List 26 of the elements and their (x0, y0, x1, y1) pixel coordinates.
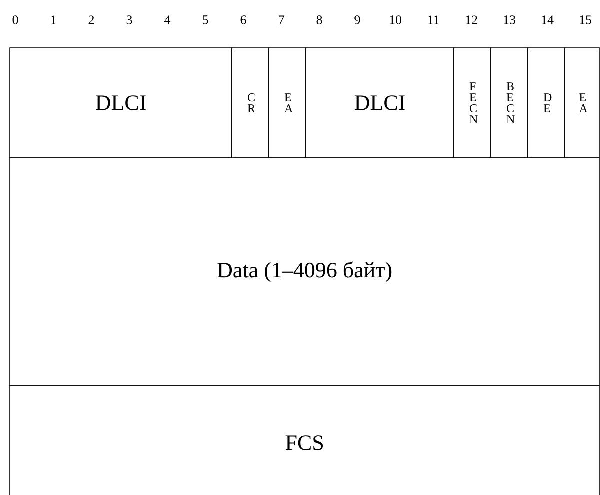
field-cell: DLCI (10, 48, 232, 158)
flag-cell: E A (564, 48, 600, 158)
flag-cell: B E C N (490, 48, 528, 158)
bit-number: 0 (12, 16, 18, 24)
bit-number: 14 (542, 16, 554, 24)
bit-number: 15 (580, 16, 592, 24)
bit-number: 3 (126, 16, 132, 24)
bit-number: 11 (428, 16, 439, 24)
bit-number: 8 (316, 16, 322, 24)
flag-cell: C R (232, 48, 270, 158)
flag-cell: E A (268, 48, 306, 158)
field-cell: Data (1–4096 байт) (10, 158, 600, 386)
bit-number: 10 (390, 16, 402, 24)
bit-number: 13 (504, 16, 516, 24)
flag-cell: D E (528, 48, 566, 158)
field-cell: DLCI (306, 48, 454, 158)
bit-number: 12 (466, 16, 478, 24)
bit-number: 5 (203, 16, 208, 24)
bit-number: 4 (164, 16, 171, 24)
bit-number: 2 (88, 16, 94, 24)
bit-number: 1 (51, 16, 56, 24)
bit-number: 9 (354, 16, 360, 24)
flag-cell: F E C N (454, 48, 492, 158)
field-cell: FCS (10, 386, 600, 495)
bit-number: 6 (240, 16, 246, 24)
bit-number: 7 (279, 16, 284, 24)
